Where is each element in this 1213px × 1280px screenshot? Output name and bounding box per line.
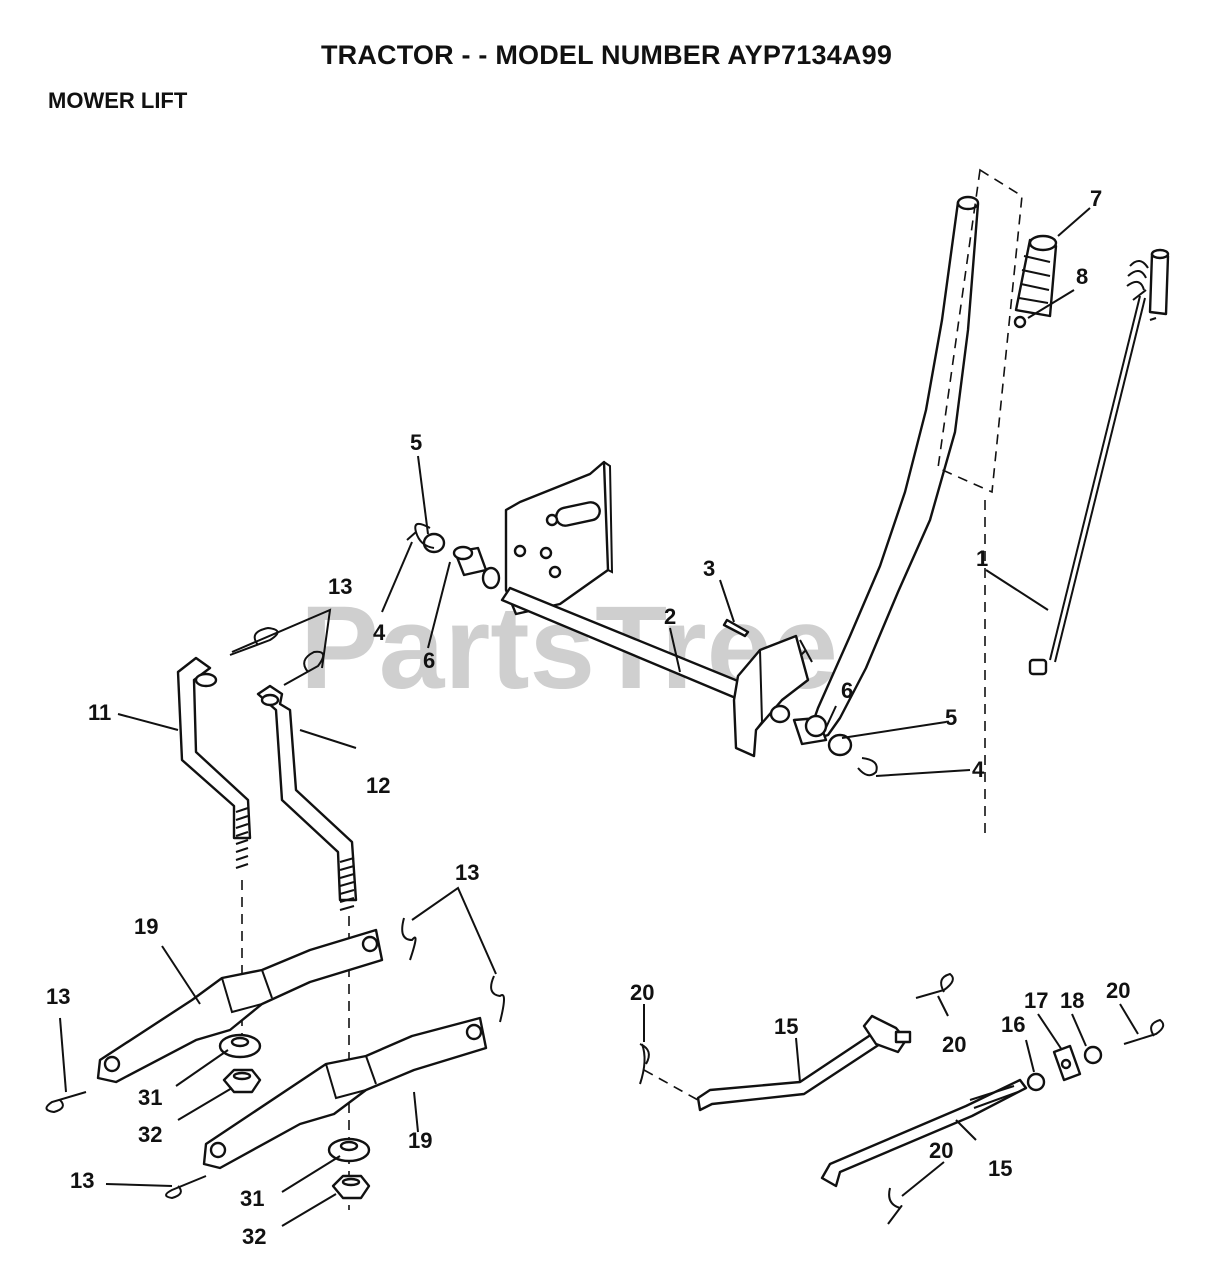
callout-13: 13	[46, 984, 70, 1009]
washer-part-5-right	[827, 733, 853, 757]
page-title: TRACTOR - - MODEL NUMBER AYP7134A99	[320, 40, 893, 70]
clip-part-20-c	[1123, 1018, 1165, 1045]
callout-31: 31	[240, 1186, 264, 1211]
clip-part-13-d	[490, 975, 505, 1023]
lift-link-part-12	[256, 684, 358, 911]
nut-part-32-lower	[331, 1174, 371, 1200]
bushing-part-6-left	[452, 545, 488, 577]
leader-lines	[59, 207, 1139, 1227]
callout-6: 6	[841, 678, 853, 703]
clip-part-4-left	[406, 522, 435, 549]
clip-part-20-a	[639, 1043, 650, 1085]
callout-13: 13	[328, 574, 352, 599]
grip-part-7	[1014, 234, 1058, 318]
lift-arm-part-19-upper	[96, 928, 384, 1084]
nut-part-32-upper	[222, 1068, 262, 1094]
clip-part-13-c	[401, 917, 417, 961]
callout-20: 20	[929, 1138, 953, 1163]
rod-part-15-lower	[820, 1078, 1028, 1188]
callout-5: 5	[945, 705, 957, 730]
callout-12: 12	[366, 773, 390, 798]
callout-17: 17	[1024, 988, 1048, 1013]
callout-18: 18	[1060, 988, 1084, 1013]
clip-part-13-b	[283, 650, 325, 686]
grip-outline-dashed	[937, 168, 1023, 494]
washer-part-16	[1026, 1072, 1046, 1092]
lift-arm-part-19-lower	[202, 1016, 488, 1170]
pin-part-3	[722, 618, 750, 638]
callout-15: 15	[774, 1014, 798, 1039]
callout-31: 31	[138, 1085, 162, 1110]
callout-32: 32	[242, 1224, 266, 1249]
washer-part-31-upper	[218, 1033, 262, 1059]
handle-bracket	[732, 634, 810, 758]
centerline-15-upper	[643, 1069, 699, 1101]
nut-part-18	[1083, 1045, 1103, 1065]
part-8-ferrule	[1013, 315, 1027, 329]
callout-11: 11	[88, 700, 111, 725]
callout-3: 3	[703, 556, 715, 581]
block-part-17	[1052, 1044, 1082, 1082]
callout-1: 1	[976, 546, 988, 571]
section-title: MOWER LIFT	[48, 88, 188, 113]
callout-20: 20	[1106, 978, 1130, 1003]
callout-19: 19	[134, 914, 158, 939]
mounting-plate	[504, 460, 614, 616]
washer-part-31-lower	[327, 1137, 371, 1163]
clip-part-13-a	[229, 626, 279, 656]
rod-part-15-upper	[696, 1014, 912, 1112]
callout-32: 32	[138, 1122, 162, 1147]
clip-part-4-right	[857, 757, 878, 777]
lift-link-part-11	[176, 656, 252, 869]
clip-part-20-b	[915, 972, 954, 999]
callout-20: 20	[630, 980, 654, 1005]
rod-part-1	[1028, 248, 1170, 676]
clip-part-20-d	[887, 1187, 903, 1225]
callout-5: 5	[410, 430, 422, 455]
callout-2: 2	[664, 604, 676, 629]
callout-15: 15	[988, 1156, 1012, 1181]
callout-13: 13	[455, 860, 479, 885]
callout-6: 6	[423, 648, 435, 673]
callout-7: 7	[1090, 186, 1102, 211]
callout-8: 8	[1076, 264, 1088, 289]
callout-16: 16	[1001, 1012, 1025, 1037]
bushing-part-6-right	[769, 704, 828, 746]
clip-part-13-f	[165, 1175, 207, 1200]
callout-20: 20	[942, 1032, 966, 1057]
washer-part-5-left	[422, 532, 446, 554]
callout-4: 4	[373, 620, 386, 645]
callout-13: 13	[70, 1168, 94, 1193]
callout-4: 4	[972, 757, 985, 782]
lift-handle	[791, 195, 980, 744]
clip-part-13-e	[45, 1091, 87, 1114]
callout-19: 19	[408, 1128, 432, 1153]
